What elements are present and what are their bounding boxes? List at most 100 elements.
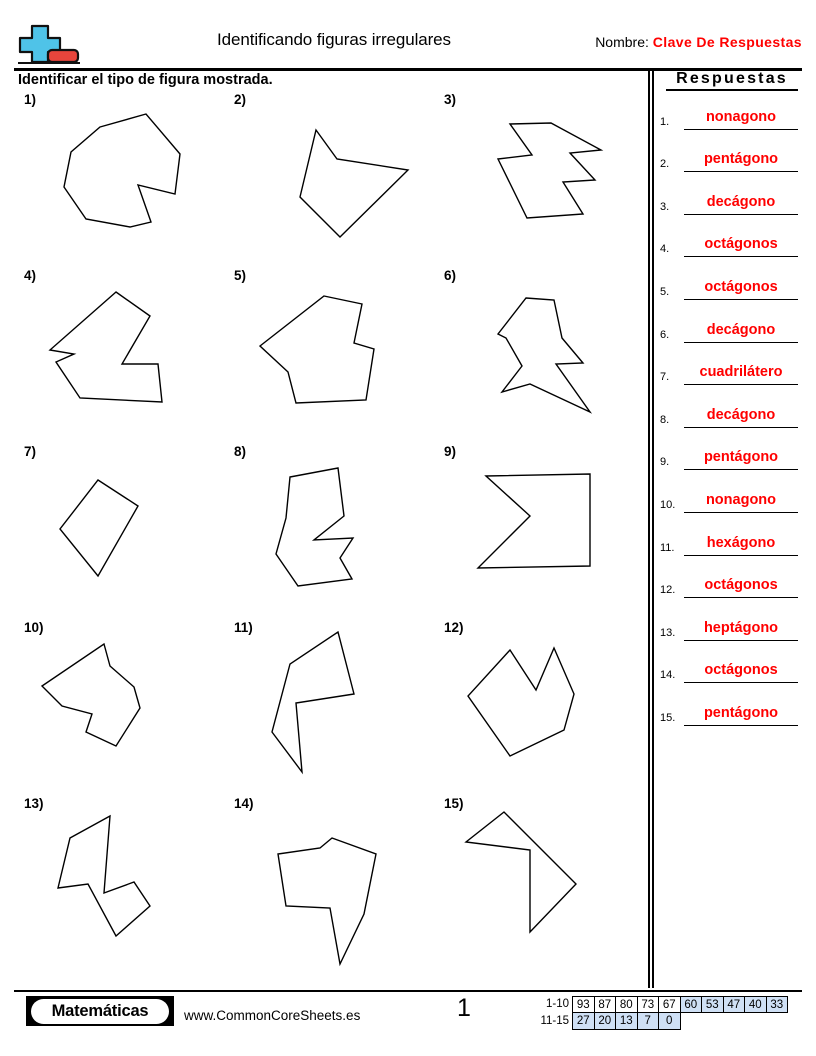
answer-row: 7. cuadrilátero xyxy=(660,347,810,390)
answer-blank[interactable]: pentágono xyxy=(684,149,798,173)
problem-6: 6) xyxy=(438,268,638,444)
problem-number: 1) xyxy=(24,92,37,107)
answer-value: heptágono xyxy=(703,619,779,636)
answer-value: pentágono xyxy=(703,449,779,466)
score-cell: 87 xyxy=(593,996,616,1013)
irregular-polygon-shape xyxy=(63,113,181,228)
site-url: www.CommonCoreSheets.es xyxy=(184,1008,361,1023)
problem-10: 10) xyxy=(18,620,218,796)
answer-row: 6. decágono xyxy=(660,304,810,347)
answer-row: 10. nonagono xyxy=(660,474,810,517)
irregular-polygon-shape xyxy=(271,630,355,775)
answer-row: 4. octágonos xyxy=(660,219,810,262)
problem-number: 9) xyxy=(444,444,457,459)
answer-number: 11. xyxy=(660,541,675,554)
problem-number: 8) xyxy=(234,444,247,459)
problem-number: 13) xyxy=(24,796,44,811)
answer-number: 7. xyxy=(660,371,670,384)
answer-value: hexágono xyxy=(706,534,776,551)
problem-number: 2) xyxy=(234,92,247,107)
answer-value: nonagono xyxy=(705,491,777,508)
irregular-polygon-shape xyxy=(277,837,377,967)
answer-value: pentágono xyxy=(703,704,779,721)
score-cell: 93 xyxy=(572,996,595,1013)
answer-number: 6. xyxy=(660,328,670,341)
irregular-polygon-shape xyxy=(496,122,604,219)
problem-number: 12) xyxy=(444,620,464,635)
irregular-polygon-shape xyxy=(57,814,151,938)
blue-plus-red-bar-icon xyxy=(14,22,82,68)
page-number: 1 xyxy=(457,994,471,1022)
answer-blank[interactable]: octágonos xyxy=(684,277,798,300)
problem-11: 11) xyxy=(228,620,428,796)
answer-number: 4. xyxy=(660,243,670,256)
score-row: 1-10 93 87 80 73 67 60 53 47 40 33 xyxy=(529,996,788,1013)
page-footer: Matemáticas www.CommonCoreSheets.es 1 1-… xyxy=(14,994,802,1040)
answer-number: 12. xyxy=(660,584,676,597)
score-cell: 13 xyxy=(615,1012,638,1030)
answer-blank[interactable]: decágono xyxy=(684,405,798,428)
answer-blank[interactable]: heptágono xyxy=(684,618,798,641)
problem-7: 7) xyxy=(18,444,218,620)
problem-number: 7) xyxy=(24,444,37,459)
problem-14: 14) xyxy=(228,796,428,972)
answer-blank[interactable]: decágono xyxy=(684,192,798,215)
answer-blank[interactable]: pentágono xyxy=(684,447,798,471)
answer-row: 11. hexágono xyxy=(660,517,810,560)
answer-number: 1. xyxy=(660,115,670,128)
problem-8: 8) xyxy=(228,444,428,620)
name-field: Nombre: Clave De Respuestas xyxy=(595,34,802,50)
answer-blank[interactable]: octágonos xyxy=(684,660,798,684)
problem-number: 11) xyxy=(234,620,253,635)
irregular-polygon-shape xyxy=(59,479,139,578)
problem-9: 9) xyxy=(438,444,638,620)
name-value: Clave De Respuestas xyxy=(652,34,802,50)
answer-blank[interactable]: nonagono xyxy=(684,490,798,513)
answer-row: 9. pentágono xyxy=(660,432,810,475)
score-row: 11-15 27 20 13 7 0 xyxy=(529,1012,788,1030)
answer-blank[interactable]: octágonos xyxy=(684,575,798,599)
answer-blank[interactable]: hexágono xyxy=(684,533,798,556)
score-row-label: 11-15 xyxy=(540,1015,569,1027)
page-header: Identificando figuras irregulares Nombre… xyxy=(14,22,802,68)
answer-value: octágonos xyxy=(704,577,778,594)
irregular-polygon-shape xyxy=(48,291,163,403)
problem-13: 13) xyxy=(18,796,218,972)
score-cell: 27 xyxy=(572,1012,595,1030)
score-cell: 33 xyxy=(765,996,788,1013)
problem-number: 15) xyxy=(444,796,464,811)
answer-row: 14. octágonos xyxy=(660,645,810,688)
answer-row: 15. pentágono xyxy=(660,687,810,730)
answer-number: 14. xyxy=(660,669,676,682)
irregular-polygon-shape xyxy=(496,297,593,414)
answer-blank[interactable]: nonagono xyxy=(684,107,798,130)
answer-blank[interactable]: cuadrilátero xyxy=(684,362,798,386)
answer-value: decágono xyxy=(706,193,776,210)
irregular-polygon-shape xyxy=(476,473,591,569)
problem-15: 15) xyxy=(438,796,638,972)
irregular-polygon-shape xyxy=(299,128,410,238)
irregular-polygon-shape xyxy=(275,467,355,587)
answer-blank[interactable]: decágono xyxy=(684,320,798,343)
problem-2: 2) xyxy=(228,92,428,268)
answer-value: octágonos xyxy=(704,236,778,253)
answer-value: cuadrilátero xyxy=(699,364,783,381)
problem-5: 5) xyxy=(228,268,428,444)
answer-number: 15. xyxy=(660,711,676,724)
answer-number: 8. xyxy=(660,413,670,426)
score-cell: 40 xyxy=(744,996,767,1013)
answer-blank[interactable]: octágonos xyxy=(684,234,798,258)
vertical-divider xyxy=(648,68,654,988)
answer-row: 2. pentágono xyxy=(660,134,810,177)
answer-number: 3. xyxy=(660,200,670,213)
score-cell: 73 xyxy=(636,996,659,1013)
answer-row: 5. octágonos xyxy=(660,261,810,304)
answer-row: 3. decágono xyxy=(660,176,810,219)
score-table: 1-10 93 87 80 73 67 60 53 47 40 33 11-15… xyxy=(529,996,788,1030)
header-divider xyxy=(14,68,802,71)
problem-number: 3) xyxy=(444,92,457,107)
answer-row: 1. nonagono xyxy=(660,91,810,134)
score-cell: 20 xyxy=(593,1012,616,1030)
irregular-polygon-shape xyxy=(464,811,577,934)
answer-blank[interactable]: pentágono xyxy=(684,703,798,726)
